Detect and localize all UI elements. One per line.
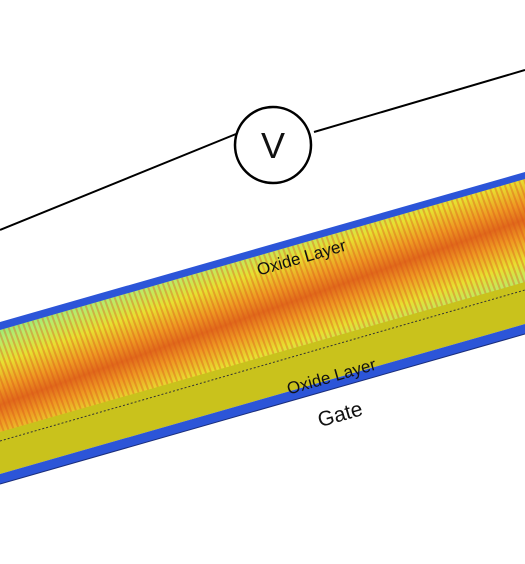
voltmeter-label: V xyxy=(261,125,285,166)
gate-electrode xyxy=(0,324,525,484)
voltmeter-icon: V xyxy=(233,105,313,185)
channel-region xyxy=(0,179,525,441)
circuit-wire-left xyxy=(0,133,237,231)
oxide-layer-bottom xyxy=(0,282,525,474)
circuit-wire-right xyxy=(313,69,525,133)
oxide-boundary-line xyxy=(0,289,525,442)
gate-label: Gate xyxy=(315,397,365,432)
